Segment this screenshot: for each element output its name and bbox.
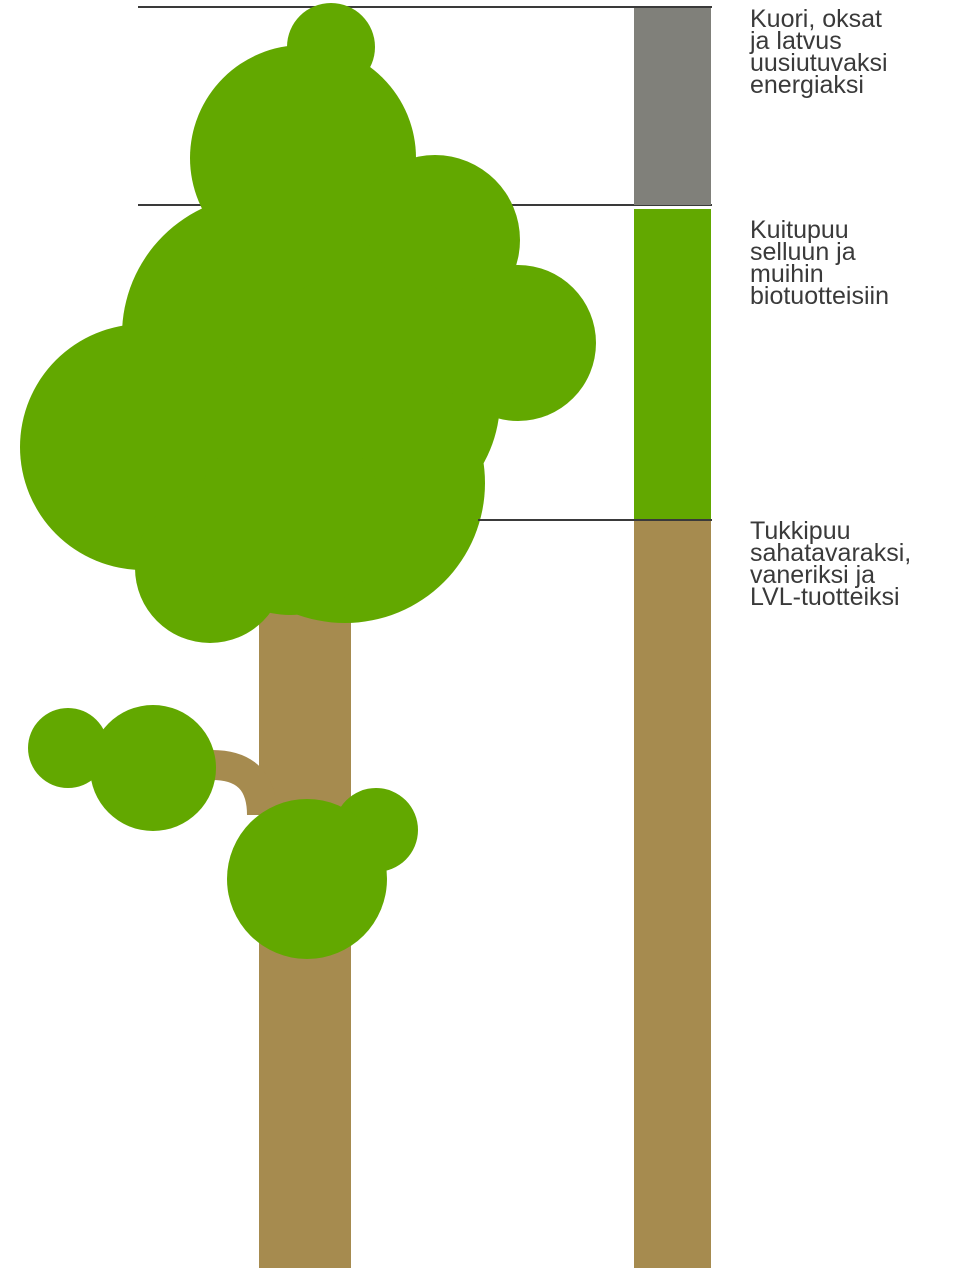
- lower-left-blob: [90, 705, 216, 831]
- lower-center-blob: [227, 799, 387, 959]
- lower-foliage: [28, 705, 418, 959]
- segment-label-pulp: Kuitupuu selluun ja muihin biotuotteisii…: [750, 219, 975, 307]
- tree-crown: [20, 3, 596, 643]
- label-line: LVL-tuotteiksi: [750, 586, 975, 608]
- usage-bar: [634, 8, 711, 1268]
- bar-segment-pulp: [634, 209, 711, 519]
- bar-segment-log: [634, 521, 711, 1268]
- label-line: biotuotteisiin: [750, 285, 975, 307]
- segment-label-log: Tukkipuu sahatavaraksi, vaneriksi ja LVL…: [750, 520, 975, 608]
- crown-bottom-fill: [195, 425, 385, 615]
- segment-label-energy: Kuori, oksat ja latvus uusiutuvaksi ener…: [750, 8, 975, 96]
- label-line: energiaksi: [750, 74, 975, 96]
- bar-segment-energy: [634, 8, 711, 205]
- tree-branch: [212, 765, 262, 815]
